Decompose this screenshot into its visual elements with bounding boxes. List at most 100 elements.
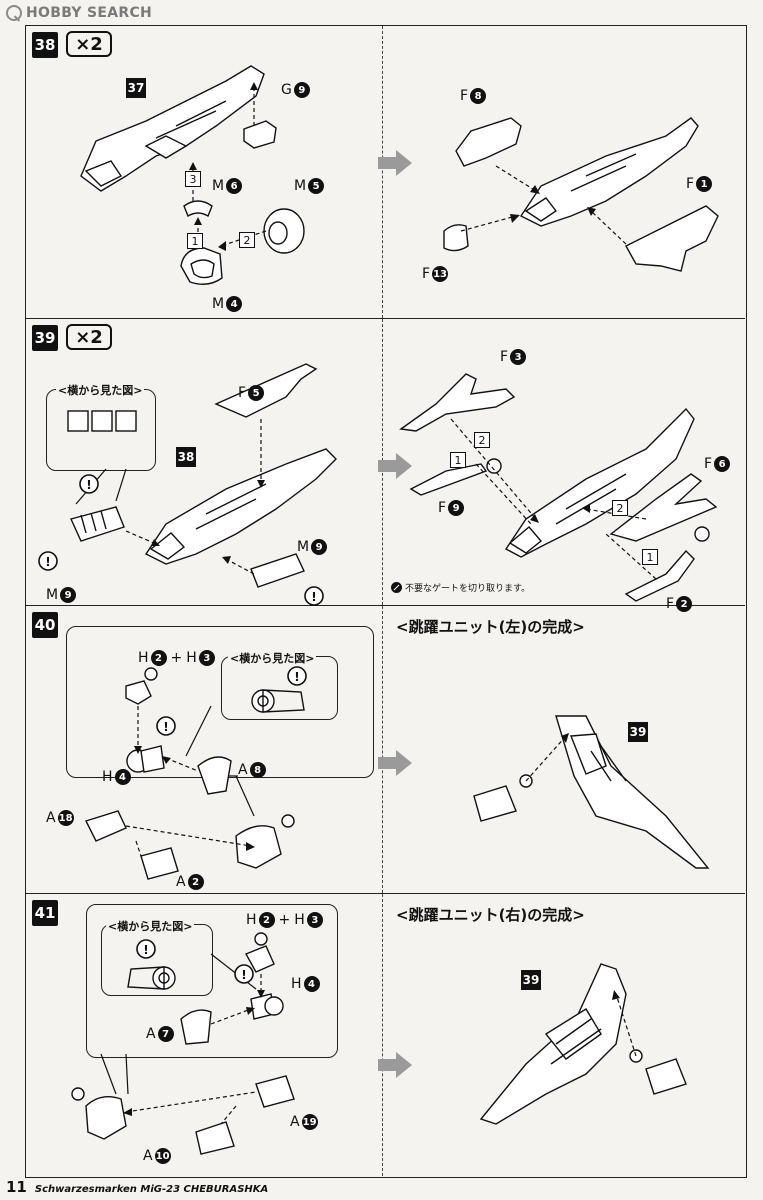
step-number: 39 — [32, 325, 58, 351]
svg-text:!: ! — [241, 968, 246, 982]
part-letter: G — [281, 82, 292, 98]
part-number: 3 — [198, 650, 215, 666]
order-marker: 2 — [239, 232, 255, 248]
order-marker: 2 — [474, 432, 490, 448]
part-letter: F — [422, 266, 431, 282]
plus-sign: + — [278, 912, 291, 928]
part-number: 18 — [57, 810, 74, 826]
part-number: 1 — [696, 176, 713, 192]
part-number: 4 — [226, 296, 243, 312]
part-number: 2 — [187, 874, 204, 890]
part-number: 9 — [60, 587, 77, 603]
footer-title: Schwarzesmarken MiG-23 CHEBURASHKA — [34, 1184, 269, 1195]
panel-divider — [382, 606, 383, 893]
flow-arrow-icon — [378, 150, 412, 176]
part-letter: A — [238, 762, 248, 778]
svg-text:!: ! — [294, 670, 299, 684]
part-letter: F — [666, 596, 675, 612]
part-number: 9 — [293, 82, 310, 98]
step-number: 38 — [32, 32, 58, 58]
part-letter: H — [246, 912, 257, 928]
part-number: 13 — [432, 266, 449, 282]
part-letter: F — [686, 176, 695, 192]
page-number: 11 — [6, 1178, 27, 1196]
part-number: 9 — [311, 539, 328, 555]
part-number: 3 — [306, 912, 323, 928]
svg-text:!: ! — [86, 478, 91, 492]
part-number: 4 — [114, 769, 131, 785]
order-marker: 1 — [450, 452, 466, 468]
part-number: 8 — [249, 762, 266, 778]
side-view-label: <横から見た図> — [106, 918, 195, 934]
part-letter: M — [212, 178, 225, 194]
step-38-illustration — [80, 65, 719, 285]
part-letter: F — [704, 456, 713, 472]
multiplier-badge: ×2 — [66, 324, 112, 350]
order-marker: 1 — [187, 233, 203, 249]
step-41: 41 <横から見た図> — [26, 894, 745, 1176]
part-letter: F — [460, 88, 469, 104]
part-letter: F — [500, 349, 509, 365]
part-number: 10 — [154, 1148, 171, 1164]
order-marker: 3 — [185, 171, 201, 187]
part-letter: H — [294, 912, 305, 928]
part-number: 6 — [226, 178, 243, 194]
step-38: 38 ×2 — [26, 26, 745, 319]
part-letter: A — [46, 810, 56, 826]
part-number: 2 — [676, 596, 693, 612]
part-letter: A — [146, 1026, 156, 1042]
part-number: 8 — [470, 88, 487, 104]
part-letter: F — [238, 385, 247, 401]
nipper-icon — [391, 582, 402, 593]
svg-text:!: ! — [143, 943, 148, 957]
part-number: 5 — [248, 385, 265, 401]
side-view-label: <横から見た図> — [56, 382, 145, 398]
flow-arrow-icon — [378, 1052, 412, 1078]
cut-gate-note: 不要なゲートを切り取ります。 — [391, 581, 530, 594]
magnifier-icon — [6, 5, 22, 21]
part-letter: A — [143, 1148, 153, 1164]
part-letter: M — [294, 178, 307, 194]
part-number: 6 — [714, 456, 731, 472]
part-letter: H — [291, 976, 302, 992]
part-number: 3 — [510, 349, 527, 365]
panel-divider — [382, 26, 383, 318]
completion-heading: <跳躍ユニット(右)の完成> — [396, 906, 585, 924]
svg-text:!: ! — [311, 590, 316, 604]
svg-text:!: ! — [163, 720, 168, 734]
plus-sign: + — [170, 650, 183, 666]
watermark: HOBBY SEARCH — [6, 3, 152, 23]
part-number: 2 — [258, 912, 275, 928]
part-ref-39: 39 — [521, 970, 541, 990]
part-letter: H — [186, 650, 197, 666]
part-letter: M — [212, 296, 225, 312]
step-41-illustration: !! — [71, 932, 687, 1155]
part-number: 4 — [303, 976, 320, 992]
step-number: 41 — [32, 900, 58, 926]
note-text: 不要なゲートを切り取ります。 — [405, 584, 531, 594]
part-ref-38: 38 — [176, 447, 196, 467]
step-40: 40 <横から見た図> — [26, 606, 745, 894]
order-marker: 2 — [612, 500, 628, 516]
step-40-illustration: !! — [85, 666, 710, 880]
part-letter: H — [102, 769, 113, 785]
completion-heading: <跳躍ユニット(左)の完成> — [396, 618, 585, 636]
part-ref-37: 37 — [126, 78, 146, 98]
flow-arrow-icon — [378, 453, 412, 479]
svg-text:!: ! — [45, 555, 50, 569]
page-footer: 11 Schwarzesmarken MiG-23 CHEBURASHKA — [6, 1178, 268, 1196]
instruction-page: 38 ×2 — [25, 25, 747, 1178]
